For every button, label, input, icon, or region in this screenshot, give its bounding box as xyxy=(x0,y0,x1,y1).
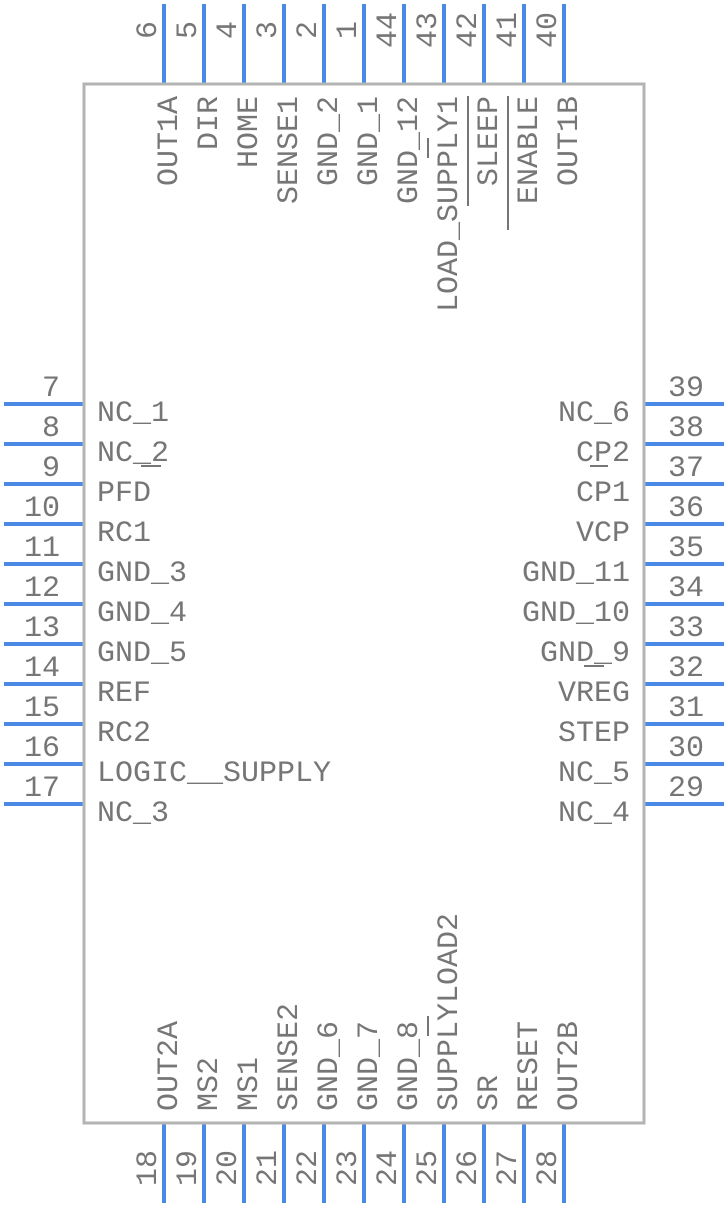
pin-number-35: 35 xyxy=(668,532,704,566)
pin-number-29: 29 xyxy=(668,772,704,806)
pin-number-38: 38 xyxy=(668,412,704,446)
pin-number-11: 11 xyxy=(24,532,60,566)
pin-number-40: 40 xyxy=(532,12,566,48)
pin-number-21: 21 xyxy=(252,1150,286,1186)
pin-number-24: 24 xyxy=(372,1150,406,1186)
pin-name-gnd-10: GND_10 xyxy=(522,597,630,631)
pin-number-32: 32 xyxy=(668,652,704,686)
pin-labels: 7NC_18NC_29PFD10RC111GND_312GND_413GND_5… xyxy=(24,12,704,1186)
pin-number-7: 7 xyxy=(42,372,60,406)
pin-name-gnd-8: GND_8 xyxy=(393,1021,427,1111)
pin-number-3: 3 xyxy=(252,21,286,39)
pin-number-8: 8 xyxy=(42,412,60,446)
pin-number-31: 31 xyxy=(668,692,704,726)
pin-number-36: 36 xyxy=(668,492,704,526)
pin-name-sense1: SENSE1 xyxy=(273,96,307,204)
pin-name-sleep: SLEEP xyxy=(473,96,507,186)
pin-number-28: 28 xyxy=(532,1150,566,1186)
pin-name-gnd-1: GND_1 xyxy=(353,96,387,186)
pin-name-cp1: CP1 xyxy=(576,477,630,511)
pin-name-gnd-4: GND_4 xyxy=(97,597,187,631)
pin-number-5: 5 xyxy=(172,21,206,39)
pin-number-27: 27 xyxy=(492,1150,526,1186)
pin-name-reset: RESET xyxy=(513,1021,547,1111)
pin-name-out2b: OUT2B xyxy=(553,1021,587,1111)
pin-name-nc-3: NC_3 xyxy=(97,797,169,831)
pin-name-nc-4: NC_4 xyxy=(558,797,630,831)
pin-number-34: 34 xyxy=(668,572,704,606)
pin-number-44: 44 xyxy=(372,12,406,48)
pin-name-nc-1: NC_1 xyxy=(97,397,169,431)
pin-name-supplyload2: SUPPLYLOAD2 xyxy=(433,913,467,1111)
pin-number-41: 41 xyxy=(492,12,526,48)
pin-name-out1b: OUT1B xyxy=(553,96,587,186)
pin-number-23: 23 xyxy=(332,1150,366,1186)
pin-number-43: 43 xyxy=(412,12,446,48)
pin-number-1: 1 xyxy=(332,21,366,39)
pin-name-gnd-6: GND_6 xyxy=(313,1021,347,1111)
pin-name-vcp: VCP xyxy=(576,517,630,551)
pin-name-out1a: OUT1A xyxy=(153,96,187,186)
pin-name-out2a: OUT2A xyxy=(153,1021,187,1111)
pin-number-6: 6 xyxy=(132,21,166,39)
pin-name-ms1: MS1 xyxy=(233,1057,267,1111)
pin-name-gnd-3: GND_3 xyxy=(97,557,187,591)
pin-number-16: 16 xyxy=(24,732,60,766)
pin-number-37: 37 xyxy=(668,452,704,486)
pin-name-gnd-11: GND_11 xyxy=(522,557,630,591)
pin-number-20: 20 xyxy=(212,1150,246,1186)
pin-name-ms2: MS2 xyxy=(193,1057,227,1111)
pin-name-step: STEP xyxy=(558,717,630,751)
pin-name-gnd-7: GND_7 xyxy=(353,1021,387,1111)
pin-number-18: 18 xyxy=(132,1150,166,1186)
pin-number-26: 26 xyxy=(452,1150,486,1186)
pin-name-logic-supply: LOGIC__SUPPLY xyxy=(97,757,331,791)
pin-name-enable: ENABLE xyxy=(513,96,547,204)
overbars xyxy=(141,96,608,1036)
pin-number-42: 42 xyxy=(452,12,486,48)
pin-number-22: 22 xyxy=(292,1150,326,1186)
pin-name-gnd-2: GND_2 xyxy=(313,96,347,186)
pin-name-gnd-5: GND_5 xyxy=(97,637,187,671)
pin-number-30: 30 xyxy=(668,732,704,766)
pin-name-load-supply1: LOAD_SUPPLY1 xyxy=(433,96,467,312)
pin-name-sr: SR xyxy=(473,1075,507,1111)
pin-number-19: 19 xyxy=(172,1150,206,1186)
pin-name-gnd-12: GND_12 xyxy=(393,96,427,204)
pin-number-10: 10 xyxy=(24,492,60,526)
pin-name-nc-5: NC_5 xyxy=(558,757,630,791)
pin-name-vreg: VREG xyxy=(558,677,630,711)
pin-number-2: 2 xyxy=(292,21,326,39)
pin-number-9: 9 xyxy=(42,452,60,486)
pin-name-nc-6: NC_6 xyxy=(558,397,630,431)
pin-number-39: 39 xyxy=(668,372,704,406)
pin-name-home: HOME xyxy=(233,96,267,168)
pin-name-rc1: RC1 xyxy=(97,517,151,551)
pin-name-ref: REF xyxy=(97,677,151,711)
pin-number-25: 25 xyxy=(412,1150,446,1186)
pin-number-12: 12 xyxy=(24,572,60,606)
pin-number-33: 33 xyxy=(668,612,704,646)
pin-name-pfd: PFD xyxy=(97,477,151,511)
pin-number-4: 4 xyxy=(212,21,246,39)
pin-number-17: 17 xyxy=(24,772,60,806)
pin-number-13: 13 xyxy=(24,612,60,646)
pin-name-dir: DIR xyxy=(193,96,227,150)
pin-name-sense2: SENSE2 xyxy=(273,1003,307,1111)
ic-body-outline xyxy=(82,82,646,1125)
pin-number-15: 15 xyxy=(24,692,60,726)
pin-number-14: 14 xyxy=(24,652,60,686)
pin-leads xyxy=(4,4,724,1203)
pin-name-rc2: RC2 xyxy=(97,717,151,751)
